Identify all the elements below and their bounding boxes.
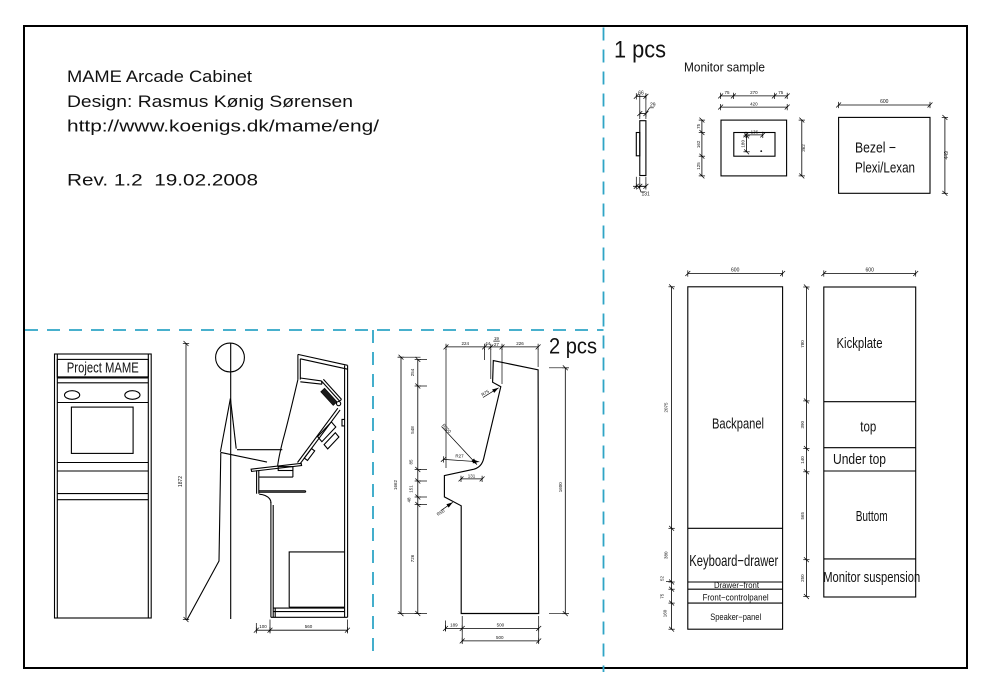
svg-text:1600: 1600 — [558, 482, 563, 493]
svg-text:125: 125 — [696, 162, 701, 170]
svg-text:390: 390 — [800, 420, 805, 428]
svg-text:MAME Arcade Cabinet: MAME Arcade Cabinet — [67, 67, 252, 86]
svg-text:726: 726 — [410, 554, 415, 562]
svg-text:R50: R50 — [436, 508, 446, 517]
svg-text:2 pcs: 2 pcs — [549, 334, 597, 359]
svg-text:Under top: Under top — [833, 451, 886, 468]
svg-text:420: 420 — [750, 101, 758, 106]
svg-text:75: 75 — [778, 90, 784, 95]
svg-text:1662: 1662 — [393, 479, 398, 490]
svg-text:Project MAME: Project MAME — [67, 360, 139, 377]
svg-text:600: 600 — [880, 99, 889, 105]
svg-text:548: 548 — [410, 426, 415, 434]
svg-text:Speaker−panel: Speaker−panel — [710, 612, 761, 622]
svg-text:Monitor suspension: Monitor suspension — [823, 569, 920, 586]
svg-text:140: 140 — [800, 456, 805, 464]
svg-text:Buttom: Buttom — [856, 508, 888, 525]
svg-text:600: 600 — [866, 268, 875, 274]
svg-text:Kickplate: Kickplate — [837, 335, 883, 352]
svg-text:780: 780 — [800, 340, 805, 348]
svg-text:560: 560 — [305, 624, 313, 629]
svg-text:254: 254 — [410, 368, 415, 376]
svg-text:29: 29 — [650, 102, 656, 108]
svg-text:52: 52 — [660, 576, 665, 582]
svg-text:Backpanel: Backpanel — [712, 416, 764, 433]
svg-text:226: 226 — [516, 341, 524, 346]
svg-text:Drawer−front: Drawer−front — [714, 581, 760, 590]
svg-text:1 pcs: 1 pcs — [614, 37, 666, 64]
svg-text:131: 131 — [468, 473, 476, 478]
svg-text:75: 75 — [696, 123, 701, 129]
svg-text:136: 136 — [751, 129, 759, 134]
svg-text:224: 224 — [462, 341, 470, 346]
svg-text:162: 162 — [696, 140, 701, 148]
svg-text:362: 362 — [801, 144, 806, 152]
svg-text:Monitor sample: Monitor sample — [684, 61, 765, 75]
svg-text:75: 75 — [660, 593, 665, 599]
svg-text:565: 565 — [800, 511, 805, 519]
svg-text:1872: 1872 — [178, 476, 184, 487]
svg-text:Keyboard−drawer: Keyboard−drawer — [689, 553, 778, 570]
svg-text:189: 189 — [450, 622, 458, 627]
svg-text:http://www.koenigs.dk/mame/eng: http://www.koenigs.dk/mame/eng/ — [67, 117, 379, 136]
svg-text:19: 19 — [494, 336, 500, 341]
svg-text:Bezel −: Bezel − — [855, 140, 896, 157]
svg-text:250: 250 — [800, 574, 805, 582]
svg-text:Plexi/Lexan: Plexi/Lexan — [855, 160, 915, 177]
svg-text:380: 380 — [664, 551, 669, 559]
svg-text:500: 500 — [497, 622, 505, 627]
svg-text:66: 66 — [638, 90, 644, 96]
svg-text:600: 600 — [731, 268, 740, 274]
svg-text:27: 27 — [494, 342, 500, 347]
svg-text:Rev. 1.2 19.02.2008: Rev. 1.2 19.02.2008 — [67, 171, 258, 190]
svg-text:85: 85 — [409, 459, 414, 465]
svg-text:top: top — [860, 419, 876, 436]
svg-text:44: 44 — [485, 341, 491, 346]
svg-text:R300: R300 — [441, 423, 452, 435]
svg-text:48: 48 — [407, 497, 412, 503]
svg-text:500: 500 — [496, 635, 504, 640]
svg-text:R27: R27 — [455, 454, 464, 459]
svg-text:160: 160 — [663, 609, 668, 617]
svg-text:75: 75 — [724, 90, 730, 95]
svg-text:2075: 2075 — [664, 402, 669, 413]
svg-text:Design: Rasmus Kønig Sørensen: Design: Rasmus Kønig Sørensen — [67, 92, 353, 111]
svg-text:449: 449 — [944, 151, 950, 160]
svg-text:Front−controlpanel: Front−controlpanel — [703, 592, 769, 602]
svg-text:131: 131 — [642, 192, 651, 198]
svg-text:270: 270 — [750, 90, 758, 95]
svg-text:R75: R75 — [480, 389, 490, 398]
svg-text:100: 100 — [259, 624, 267, 629]
svg-text:180: 180 — [741, 140, 746, 148]
svg-text:151: 151 — [409, 485, 414, 493]
